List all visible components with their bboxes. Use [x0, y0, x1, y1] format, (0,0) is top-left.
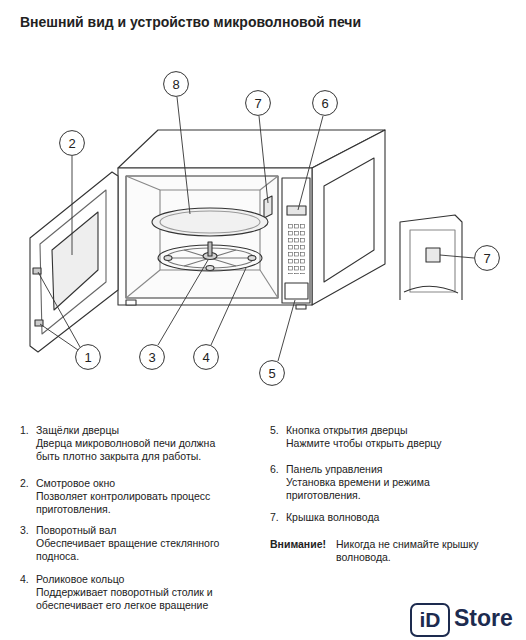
callout-number: 1 — [84, 350, 91, 365]
leader-line — [72, 156, 73, 255]
control-panel — [282, 178, 310, 303]
list-number: 5. — [270, 424, 286, 437]
legend-text: Поворотный вал — [36, 524, 246, 537]
detail-inner-wall — [410, 230, 455, 292]
callout-ring — [246, 91, 271, 116]
callout-number: 7 — [483, 251, 490, 266]
callout-ring — [475, 246, 500, 271]
button-grid — [288, 224, 306, 274]
legend-text: Внимание! — [270, 538, 334, 551]
leader-line — [40, 324, 78, 350]
callout-ring — [313, 91, 338, 116]
legend-text: Панель управления — [286, 463, 506, 476]
callout-ring — [60, 131, 85, 156]
list-number: 4. — [20, 573, 36, 586]
legend-text: Роликовое кольцо — [36, 573, 246, 586]
callout-circle: 7 — [245, 90, 271, 116]
shaft-coupler — [208, 242, 212, 256]
oven-foot — [126, 300, 136, 305]
brand-name: Store — [454, 605, 524, 632]
leader-line — [211, 268, 246, 345]
legend-text: Защёлки дверцы — [36, 424, 246, 437]
callout-number: 6 — [321, 96, 328, 111]
callout-number: 7 — [254, 96, 261, 111]
oven-door — [30, 172, 118, 352]
legend-text: Никогда не снимайте крышку волновода. — [336, 538, 516, 564]
list-number: 7. — [270, 511, 286, 524]
callout-ring — [140, 345, 165, 370]
cavity-edge — [126, 176, 160, 190]
legend-text: Смотровое окно — [36, 477, 246, 490]
cavity-edge — [260, 176, 278, 190]
callout-circle: 6 — [312, 90, 338, 116]
legend-text: Нажмите чтобы открыть дверцу — [286, 437, 506, 450]
roller — [248, 256, 256, 261]
display — [287, 206, 306, 215]
list-number: 2. — [20, 477, 36, 490]
side-panel — [324, 158, 374, 282]
cavity-edge — [126, 270, 160, 298]
callout-ring — [260, 361, 285, 386]
callout-ring — [194, 345, 219, 370]
door-open-button — [285, 283, 308, 299]
callout-circle: 3 — [139, 344, 165, 370]
callout-circle: 4 — [193, 344, 219, 370]
callout-ring — [76, 345, 101, 370]
callout-circle: 1 — [75, 344, 101, 370]
legend-text: Кнопка открытия дверцы — [286, 424, 506, 437]
glass-tray-rim — [160, 211, 260, 233]
callout-number: 4 — [202, 350, 209, 365]
detail-body — [400, 215, 462, 300]
door-latch — [33, 268, 41, 274]
door-frame — [40, 190, 106, 334]
callout-number: 3 — [148, 350, 155, 365]
leader-line — [158, 260, 208, 345]
oven-cavity — [126, 176, 278, 298]
callout-number: 5 — [268, 366, 275, 381]
leader-line — [298, 116, 323, 210]
list-number: 1. — [20, 424, 36, 437]
callout-circle: 7 — [474, 245, 500, 271]
detail-waveguide-cover — [426, 248, 440, 262]
leader-line — [259, 116, 268, 203]
callout-circle: 2 — [59, 130, 85, 156]
roller — [164, 256, 172, 261]
leader-line — [38, 272, 80, 347]
oven-front — [118, 168, 312, 305]
callout-circle: 5 — [259, 360, 285, 386]
callout-circle: 8 — [163, 71, 189, 97]
callout-number: 8 — [172, 77, 179, 92]
door-window — [52, 212, 98, 310]
legend-text: Поддерживает поворотный столик и обеспеч… — [36, 586, 251, 612]
legend-text: Позволяет контролировать процесс пригото… — [36, 490, 241, 516]
legend-text: Крышка волновода — [286, 511, 506, 524]
leader-line — [440, 255, 474, 258]
legend-text: Установка времени и режима приготовления… — [286, 476, 501, 502]
leader-line — [278, 300, 295, 361]
diagram-title: Внешний вид и устройство микроволновой п… — [20, 14, 361, 31]
legend-text: Дверца микроволновой печи должна быть пл… — [36, 437, 241, 463]
legend-text: Обеспечивает вращение стеклянного поднос… — [36, 537, 241, 563]
leader-line — [177, 97, 190, 214]
cavity-edge — [260, 270, 278, 298]
oven-foot — [296, 305, 306, 309]
logo-text: iD — [420, 608, 441, 632]
list-number: 6. — [270, 463, 286, 476]
oven-side — [312, 130, 385, 305]
detail-turntable — [404, 286, 458, 293]
callout-number: 2 — [68, 136, 75, 151]
callout-ring — [164, 72, 189, 97]
logo-box: iD — [410, 603, 450, 637]
glass-tray — [152, 208, 268, 236]
roller — [206, 266, 214, 271]
list-number: 3. — [20, 524, 36, 537]
